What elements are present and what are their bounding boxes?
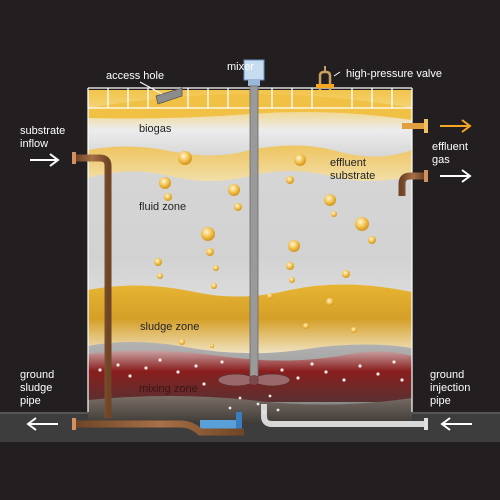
high-pressure-valve xyxy=(316,66,334,90)
mixer-shaft xyxy=(249,85,259,383)
access-hole xyxy=(155,87,183,105)
label-ground-sludge-pipe-line1: ground xyxy=(20,369,54,381)
substrate-inflow-pipe xyxy=(76,154,112,418)
effluent-substrate-pipe xyxy=(398,172,424,196)
effluent-gas-flange xyxy=(424,119,428,133)
label-access-hole: access hole xyxy=(106,70,164,82)
ground-sludge-flange xyxy=(72,418,76,430)
effluent-substrate-flange xyxy=(424,170,428,182)
gas-bubbles xyxy=(154,151,376,348)
ground-injection-pipe xyxy=(261,404,426,427)
label-high-pressure-valve: high-pressure valve xyxy=(346,68,442,80)
bottom-layer xyxy=(88,396,412,424)
label-mixing-zone: mixing zone xyxy=(139,383,198,395)
ground-sludge-pipe xyxy=(76,420,244,436)
mixer-coupling xyxy=(248,80,260,86)
effluent-gas-pipe xyxy=(402,123,424,129)
mixing-particles xyxy=(98,358,404,414)
mixer-blades xyxy=(217,373,291,387)
ground-injection-arrow xyxy=(440,417,472,431)
label-effluent-gas-line2: gas xyxy=(432,154,450,166)
label-effluent-substrate-line2: substrate xyxy=(330,170,375,182)
label-effluent-substrate-line1: effluent xyxy=(330,157,366,169)
label-substrate-inflow-line1: substrate xyxy=(20,125,65,137)
label-ground-injection-pipe-line2: injection xyxy=(430,382,470,394)
effluent-substrate-arrow xyxy=(440,169,472,183)
label-ground-injection-pipe-line1: ground xyxy=(430,369,464,381)
label-fluid-zone: fluid zone xyxy=(139,201,186,213)
effluent-gas-arrow xyxy=(440,119,472,133)
ground-sludge-arrow xyxy=(26,417,58,431)
label-mixer: mixer xyxy=(227,61,254,73)
label-ground-sludge-pipe-line3: pipe xyxy=(20,395,41,407)
label-sludge-zone: sludge zone xyxy=(140,321,199,333)
label-ground-sludge-pipe-line2: sludge xyxy=(20,382,52,394)
label-ground-injection-pipe-line3: pipe xyxy=(430,395,451,407)
label-biogas: biogas xyxy=(139,123,172,135)
ground-injection-flange xyxy=(424,418,428,430)
label-effluent-gas-line1: effluent xyxy=(432,141,468,153)
substrate-inflow-arrow xyxy=(30,153,60,167)
label-substrate-inflow-line2: inflow xyxy=(20,138,48,150)
substrate-inflow-flange xyxy=(72,152,76,164)
access-hole-leader xyxy=(139,81,163,95)
valve-leader xyxy=(333,71,341,77)
water-channel-edge xyxy=(236,412,242,432)
